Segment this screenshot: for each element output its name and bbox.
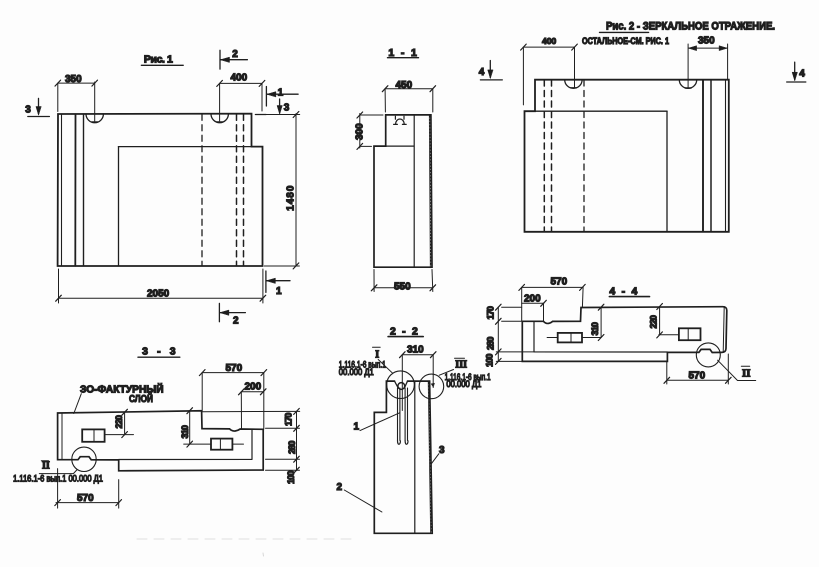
svg-text:100: 100: [286, 471, 296, 484]
svg-text:200: 200: [245, 382, 262, 393]
svg-text:2: 2: [337, 482, 343, 493]
svg-text:1.116.1-6 вып.1: 1.116.1-6 вып.1: [445, 372, 491, 382]
svg-text:570: 570: [689, 371, 706, 382]
svg-text:4: 4: [799, 69, 805, 80]
svg-text:220: 220: [648, 315, 658, 328]
svg-text:570: 570: [551, 277, 568, 288]
svg-text:2: 2: [233, 316, 239, 327]
svg-text:200: 200: [524, 294, 541, 305]
svg-text:3: 3: [25, 105, 31, 116]
svg-text:310: 310: [407, 345, 424, 356]
svg-text:170: 170: [486, 306, 496, 319]
svg-text:100: 100: [485, 354, 495, 367]
svg-text:450: 450: [396, 80, 413, 91]
svg-text:2: 2: [232, 49, 238, 60]
svg-text:300: 300: [354, 123, 365, 140]
svg-text:400: 400: [231, 73, 248, 84]
svg-text:570: 570: [226, 363, 243, 374]
svg-text:ЗО-ФАКТУРНЫЙ: ЗО-ФАКТУРНЫЙ: [80, 383, 164, 396]
svg-text:4 - 4: 4 - 4: [609, 286, 637, 298]
svg-text:310: 310: [180, 425, 190, 438]
svg-text:570: 570: [77, 493, 94, 504]
svg-text:550: 550: [394, 282, 411, 293]
svg-text:II: II: [42, 461, 50, 472]
svg-text:Рис. 1: Рис. 1: [144, 54, 173, 66]
svg-text:220: 220: [114, 415, 124, 428]
svg-text:00.000 Д1: 00.000 Д1: [339, 367, 374, 377]
svg-text:ОСТАЛЬНОЕ-СМ. РИС. 1: ОСТАЛЬНОЕ-СМ. РИС. 1: [582, 36, 670, 47]
svg-text:4: 4: [479, 67, 485, 78]
svg-text:170: 170: [284, 413, 294, 426]
svg-text:310: 310: [590, 322, 600, 335]
svg-text:00.000 Д1: 00.000 Д1: [446, 379, 481, 389]
svg-text:3 - 3: 3 - 3: [142, 346, 176, 358]
svg-text:350: 350: [65, 74, 82, 85]
svg-text:1: 1: [278, 88, 284, 99]
svg-text:I: I: [375, 350, 379, 361]
svg-text:СЛОЙ: СЛОЙ: [129, 392, 153, 405]
svg-text:Рис. 2 - ЗЕРКАЛЬНОЕ ОТРАЖЕНИЕ: Рис. 2 - ЗЕРКАЛЬНОЕ ОТРАЖЕНИЕ.: [606, 21, 775, 33]
svg-text:3: 3: [439, 445, 445, 456]
svg-text:II: II: [742, 368, 751, 380]
svg-text:2 - 2: 2 - 2: [390, 326, 418, 338]
svg-text:2050: 2050: [147, 289, 170, 300]
svg-text:3: 3: [284, 103, 290, 114]
svg-text:1: 1: [276, 286, 282, 297]
svg-text:400: 400: [542, 36, 556, 46]
svg-text:280: 280: [486, 337, 496, 350]
svg-text:1.116.1-6 вып.1: 1.116.1-6 вып.1: [339, 360, 386, 370]
svg-text:350: 350: [698, 36, 715, 47]
svg-text:280: 280: [287, 441, 297, 454]
svg-text:1: 1: [354, 422, 360, 433]
svg-text:1480: 1480: [286, 185, 297, 211]
svg-text:III: III: [455, 360, 467, 371]
